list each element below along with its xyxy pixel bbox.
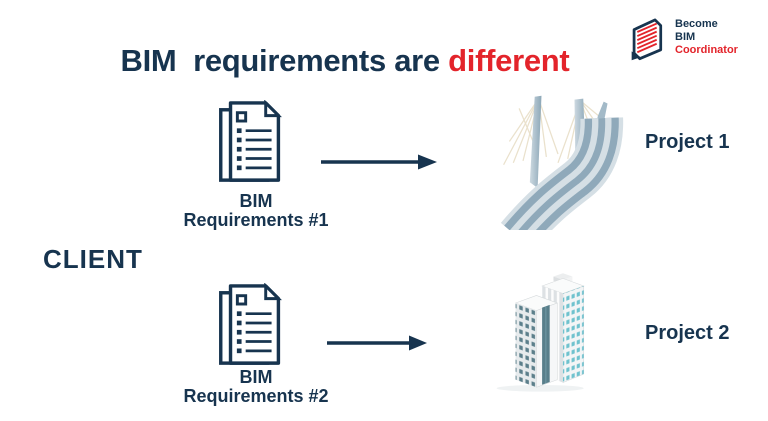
project-1-label: Project 1: [645, 131, 730, 153]
brand-logo: Become BIM Coordinator: [626, 15, 738, 67]
requirements-label-2: BIM Requirements #2: [150, 368, 362, 406]
building-logo-icon: [626, 15, 668, 67]
requirements-document-icon-1: [214, 99, 292, 191]
requirements-document-icon-2: [214, 282, 292, 374]
brand-line-1: Become: [675, 18, 718, 30]
bridge-illustration: [490, 82, 626, 251]
requirements-label-1-line1: BIM: [239, 191, 273, 211]
flow-arrow-1: [320, 153, 438, 176]
title-highlight-text: different: [448, 42, 570, 78]
brand-line-3: Coordinator: [675, 44, 738, 56]
brand-line-2: BIM: [675, 31, 696, 43]
project-2-label: Project 2: [645, 322, 730, 344]
requirements-label-1: BIM Requirements #1: [150, 192, 362, 230]
requirements-label-2-line1: BIM: [239, 367, 273, 387]
page-title: BIM requirements are different: [15, 43, 675, 79]
requirements-label-1-line2: Requirements #1: [183, 210, 329, 230]
requirements-label-2-line2: Requirements #2: [183, 386, 329, 406]
client-label: CLIENT: [43, 244, 143, 274]
flow-arrow-2: [326, 334, 428, 357]
brand-name: Become BIM Coordinator: [675, 15, 738, 57]
title-main-text: BIM requirements are: [120, 42, 449, 78]
building-illustration: [487, 268, 601, 398]
